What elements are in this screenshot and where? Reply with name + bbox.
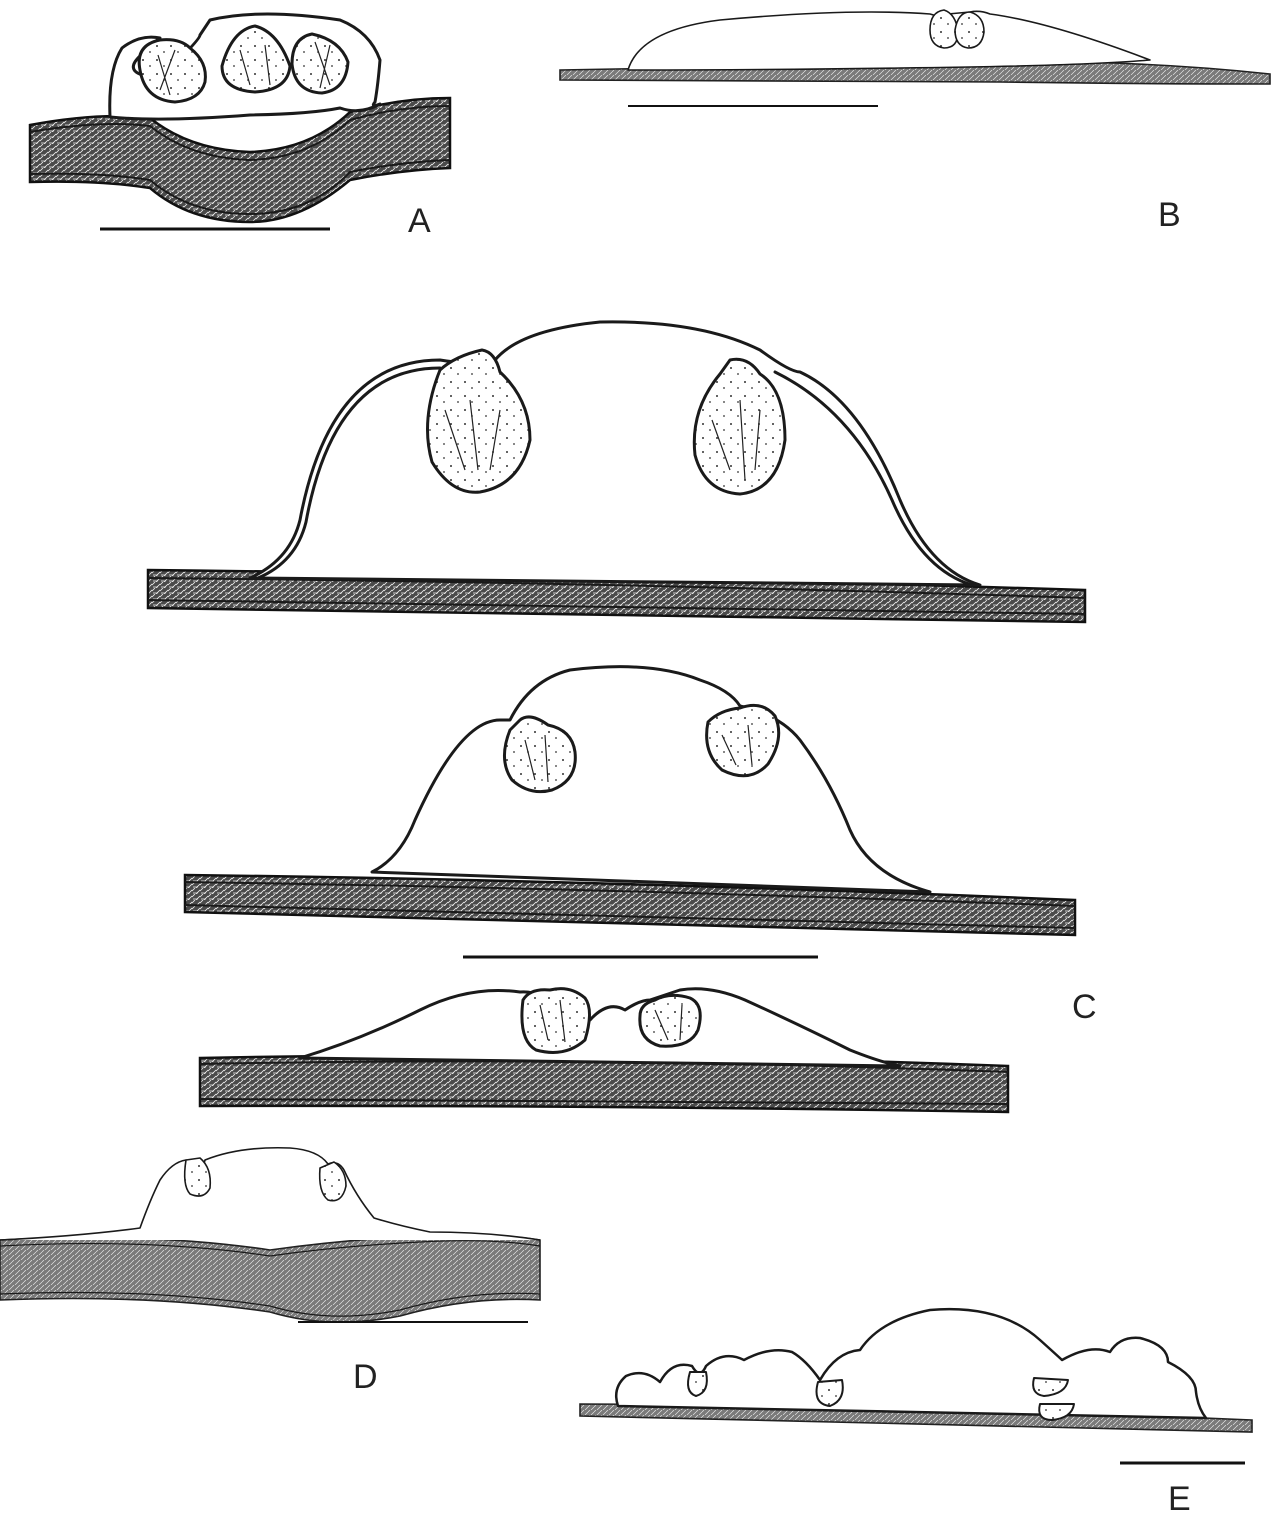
panel-label-d: D bbox=[353, 1358, 378, 1396]
panel-c-lower bbox=[200, 989, 1008, 1112]
panel-label-b: B bbox=[1158, 196, 1181, 234]
panel-label-a: A bbox=[408, 202, 431, 240]
panel-e: E bbox=[580, 1309, 1252, 1518]
panel-label-e: E bbox=[1168, 1480, 1191, 1518]
panel-label-c: C bbox=[1072, 988, 1097, 1026]
panel-c-upper bbox=[148, 322, 1085, 622]
panel-a: A bbox=[30, 14, 450, 240]
panel-c-middle: C bbox=[185, 667, 1097, 1026]
panel-b: B bbox=[560, 10, 1270, 234]
panel-d: D bbox=[0, 1148, 540, 1396]
